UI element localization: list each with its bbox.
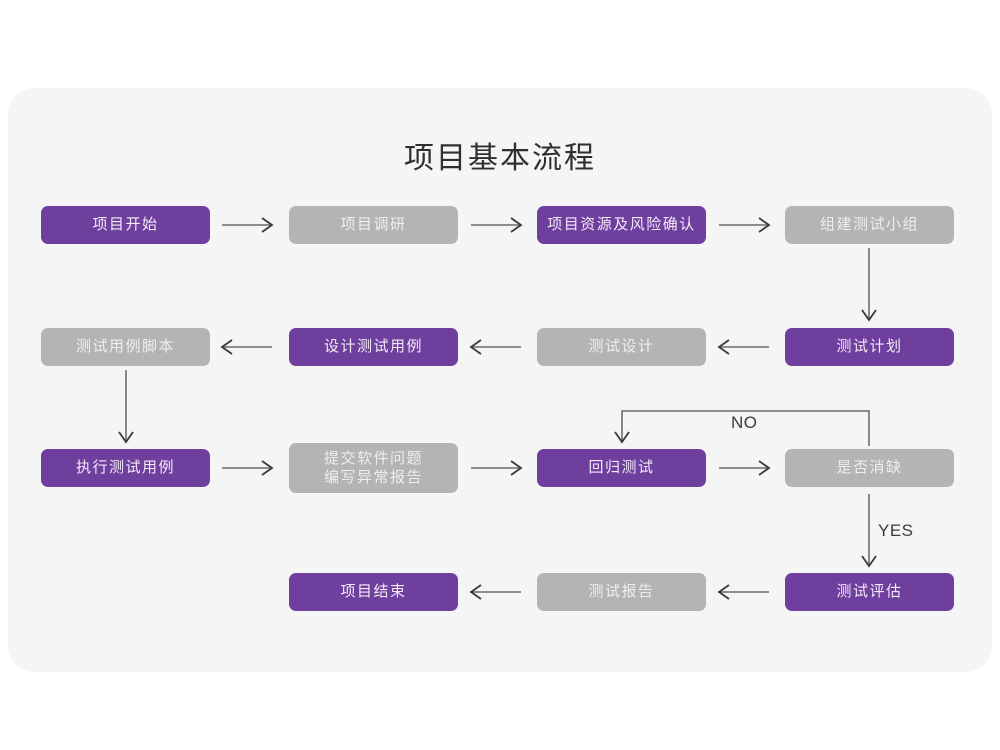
edge-label-yes: YES xyxy=(878,521,914,540)
node-defects-cleared[interactable]: 是否消缺 xyxy=(785,449,954,487)
node-resource-risk-confirm[interactable]: 项目资源及风险确认 xyxy=(537,206,706,244)
node-project-start[interactable]: 项目开始 xyxy=(41,206,210,244)
node-form-test-team[interactable]: 组建测试小组 xyxy=(785,206,954,244)
node-test-design[interactable]: 测试设计 xyxy=(537,328,706,366)
node-regression-test[interactable]: 回归测试 xyxy=(537,449,706,487)
node-test-report[interactable]: 测试报告 xyxy=(537,573,706,611)
node-project-research[interactable]: 项目调研 xyxy=(289,206,458,244)
node-design-test-cases[interactable]: 设计测试用例 xyxy=(289,328,458,366)
node-test-plan[interactable]: 测试计划 xyxy=(785,328,954,366)
node-test-evaluation[interactable]: 测试评估 xyxy=(785,573,954,611)
node-submit-defects-report[interactable]: 提交软件问题 编写异常报告 xyxy=(289,443,458,493)
node-project-end[interactable]: 项目结束 xyxy=(289,573,458,611)
node-execute-test-cases[interactable]: 执行测试用例 xyxy=(41,449,210,487)
page-title: 项目基本流程 xyxy=(404,141,596,176)
edge-label-no: NO xyxy=(731,413,758,432)
node-test-case-script[interactable]: 测试用例脚本 xyxy=(41,328,210,366)
